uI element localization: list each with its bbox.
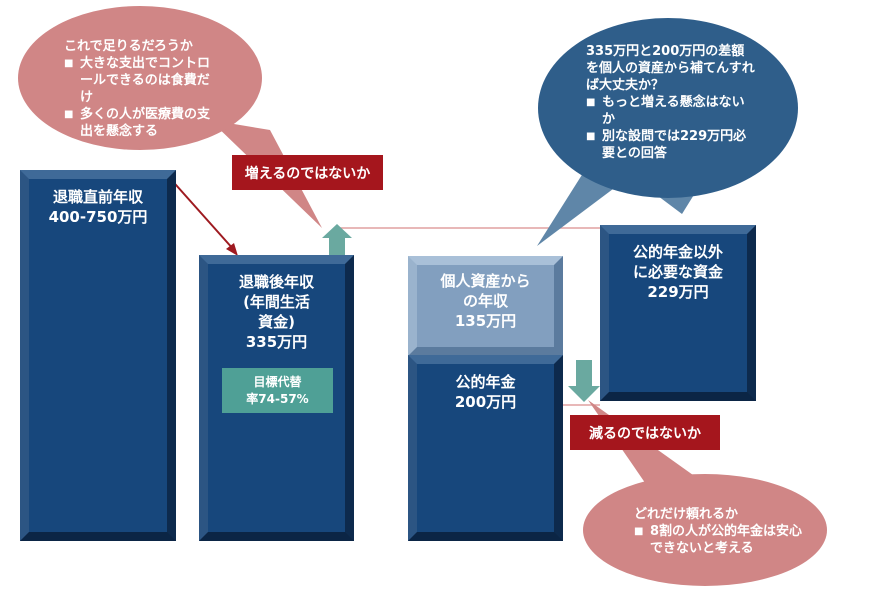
label: の年収 xyxy=(462,292,508,310)
tag-decrease: 減るのではないか xyxy=(570,415,720,450)
bubble-enough: これで足りるだろうか 大きな支出でコントロールできるのは食費だけ 多くの人が医療… xyxy=(64,38,214,140)
label: に必要な資金 xyxy=(632,263,723,281)
bubble-heading: これで足りるだろうか xyxy=(64,39,193,54)
tag-increase: 増えるのではないか xyxy=(232,155,383,190)
bubble-heading: どれだけ頼れるか xyxy=(634,507,739,522)
bubble-gap: 335万円と200万円の差額を個人の資産から補てんすれば大丈夫か？ もっと増える… xyxy=(586,43,756,162)
bubble-item: 大きな支出でコントロールできるのは食費だけ xyxy=(64,55,214,106)
label: 目標代替 xyxy=(253,374,302,389)
value: 229万円 xyxy=(647,283,709,301)
replacement-rate-box: 目標代替率74-57% xyxy=(222,368,333,413)
bar-personal-assets: 個人資産からの年収 135万円 xyxy=(408,256,563,356)
label: 公的年金 xyxy=(455,373,516,391)
bubble-item: 別な設問では229万円必要との回答 xyxy=(586,128,756,162)
value: 335万円 xyxy=(245,333,308,351)
bar-public-pension: 公的年金 200万円 xyxy=(408,355,563,541)
value: 率74-57% xyxy=(246,391,309,406)
bubble-item: 8割の人が公的年金は安心できないと考える xyxy=(634,523,809,557)
label: 退職後年収 xyxy=(238,273,314,291)
bubble-item: 多くの人が医療費の支出を懸念する xyxy=(64,106,214,140)
value: 200万円 xyxy=(454,393,517,411)
bar-pre-retirement-income: 退職直前年収 400-750万円 xyxy=(20,170,176,541)
value: 135万円 xyxy=(454,312,517,330)
bubble-heading: 335万円と200万円の差額を個人の資産から補てんすれば大丈夫か？ xyxy=(586,44,755,93)
down-arrow-icon xyxy=(568,360,600,402)
label: 退職直前年収 xyxy=(52,188,143,206)
label: 資金) xyxy=(258,313,295,331)
label: 個人資産から xyxy=(440,272,531,290)
bubble-item: もっと増える懸念はないか xyxy=(586,94,756,128)
value: 400-750万円 xyxy=(48,208,148,226)
label: (年間生活 xyxy=(243,293,310,311)
red-arrow-icon xyxy=(167,175,238,256)
label: 公的年金以外 xyxy=(632,243,723,261)
bar-other-needed-funds: 公的年金以外に必要な資金 229万円 xyxy=(600,225,756,401)
up-arrow-icon xyxy=(322,224,352,256)
bubble-reliance: どれだけ頼れるか 8割の人が公的年金は安心できないと考える xyxy=(634,506,809,557)
